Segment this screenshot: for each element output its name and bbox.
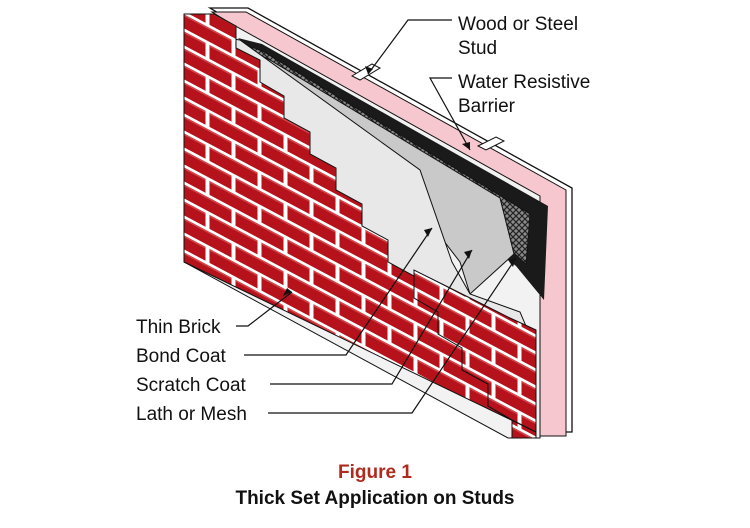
- label-bond-coat: Bond Coat: [136, 346, 227, 367]
- leader-wrb: [428, 77, 471, 151]
- label-thin-brick: Thin Brick: [136, 317, 221, 338]
- leader-bond-coat: [244, 227, 433, 356]
- label-wrb-line2: Barrier: [458, 96, 516, 117]
- figure-title: Thick Set Application on Studs: [235, 488, 514, 509]
- arrow-lath-mesh: [508, 258, 516, 267]
- label-lath-mesh: Lath or Mesh: [136, 404, 247, 425]
- stud-middle: [476, 136, 506, 151]
- leader-scratch-coat: [270, 249, 473, 385]
- figure-number: Figure 1: [338, 462, 412, 483]
- leader-stud: [367, 19, 452, 75]
- label-stud-line2: Stud: [458, 38, 497, 59]
- thin-brick-layer: [183, 13, 537, 439]
- arrow-wrb: [462, 142, 470, 150]
- arrow-thin-brick: [283, 288, 292, 296]
- label-stud-line1: Wood or Steel: [458, 14, 578, 35]
- leader-lath-mesh: [268, 257, 517, 414]
- arrow-bond-coat: [424, 228, 432, 237]
- label-wrb-line1: Water Resistive: [458, 72, 590, 93]
- leader-thin-brick: [236, 291, 293, 327]
- arrow-stud: [365, 66, 373, 74]
- label-scratch-coat: Scratch Coat: [136, 375, 247, 396]
- arrow-scratch-coat: [464, 250, 472, 259]
